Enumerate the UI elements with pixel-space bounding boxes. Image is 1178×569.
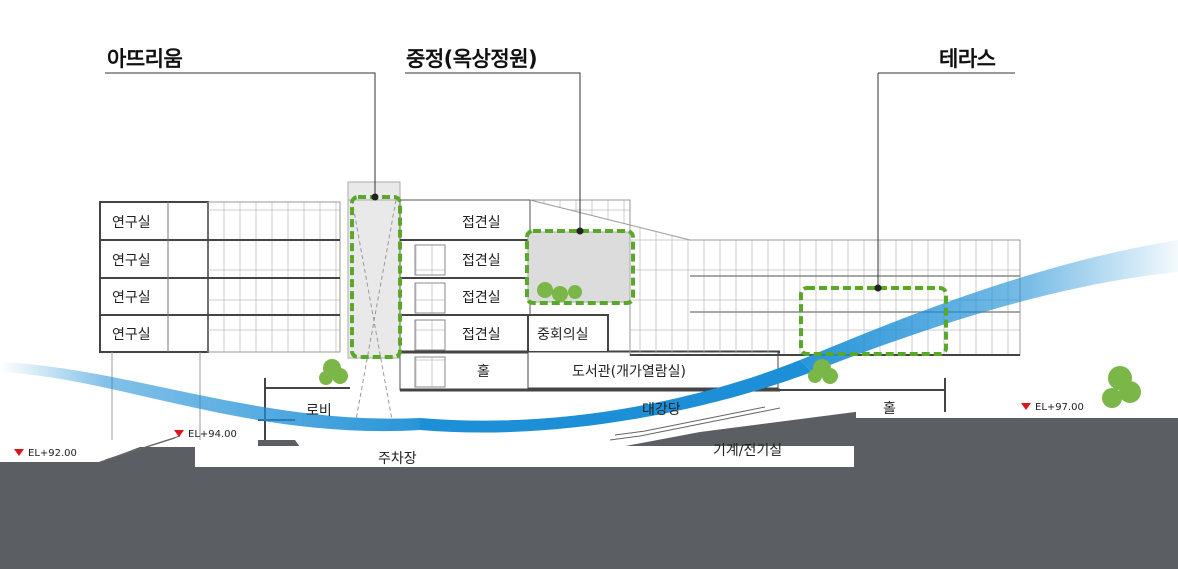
basement-void (195, 446, 855, 468)
room-auditorium: 대강당 (642, 402, 681, 418)
room-hall: 홀 (477, 364, 490, 380)
room-conference: 중회의실 (537, 327, 589, 343)
room-reception: 접견실 (462, 327, 501, 343)
room-parking: 주차장 (378, 451, 417, 467)
airflow-left (0, 362, 420, 432)
room-lab: 연구실 (112, 290, 151, 306)
elevation-label: EL+92.00 (28, 448, 77, 459)
elevation-marker-icon (174, 430, 184, 437)
auditorium-seating (609, 406, 781, 441)
elevation-marker-icon (14, 449, 24, 456)
room-library: 도서관(개가열람실) (572, 364, 686, 380)
leader-lines (105, 72, 1015, 288)
room-lab: 연구실 (112, 253, 151, 269)
atrium-column (347, 181, 401, 421)
callout-atrium: 아뜨리움 (107, 47, 182, 71)
callout-courtyard: 중정(옥상정원) (406, 47, 537, 71)
elevation-label: EL+94.00 (188, 429, 237, 440)
tree-icon (319, 282, 1141, 408)
room-reception: 접견실 (462, 215, 501, 231)
callout-terrace: 테라스 (939, 47, 996, 71)
room-reception: 접견실 (462, 253, 501, 269)
ground (0, 412, 1178, 569)
room-lobby: 로비 (306, 403, 332, 419)
airflow-right (800, 240, 1178, 372)
room-lab: 연구실 (112, 327, 151, 343)
elevation-marker-icon (1021, 403, 1031, 410)
airflow-center (420, 360, 812, 433)
central-block (399, 199, 780, 392)
room-mechanical: 기계/전기실 (713, 443, 782, 459)
elevation-label: EL+97.00 (1035, 402, 1084, 413)
room-hall: 홀 (883, 401, 896, 417)
terrace-highlight (799, 286, 948, 356)
courtyard-highlight (525, 229, 635, 305)
room-reception: 접견실 (462, 290, 501, 306)
entrance-steps (99, 435, 181, 463)
left-lab-block (99, 201, 341, 440)
room-lab: 연구실 (112, 215, 151, 231)
